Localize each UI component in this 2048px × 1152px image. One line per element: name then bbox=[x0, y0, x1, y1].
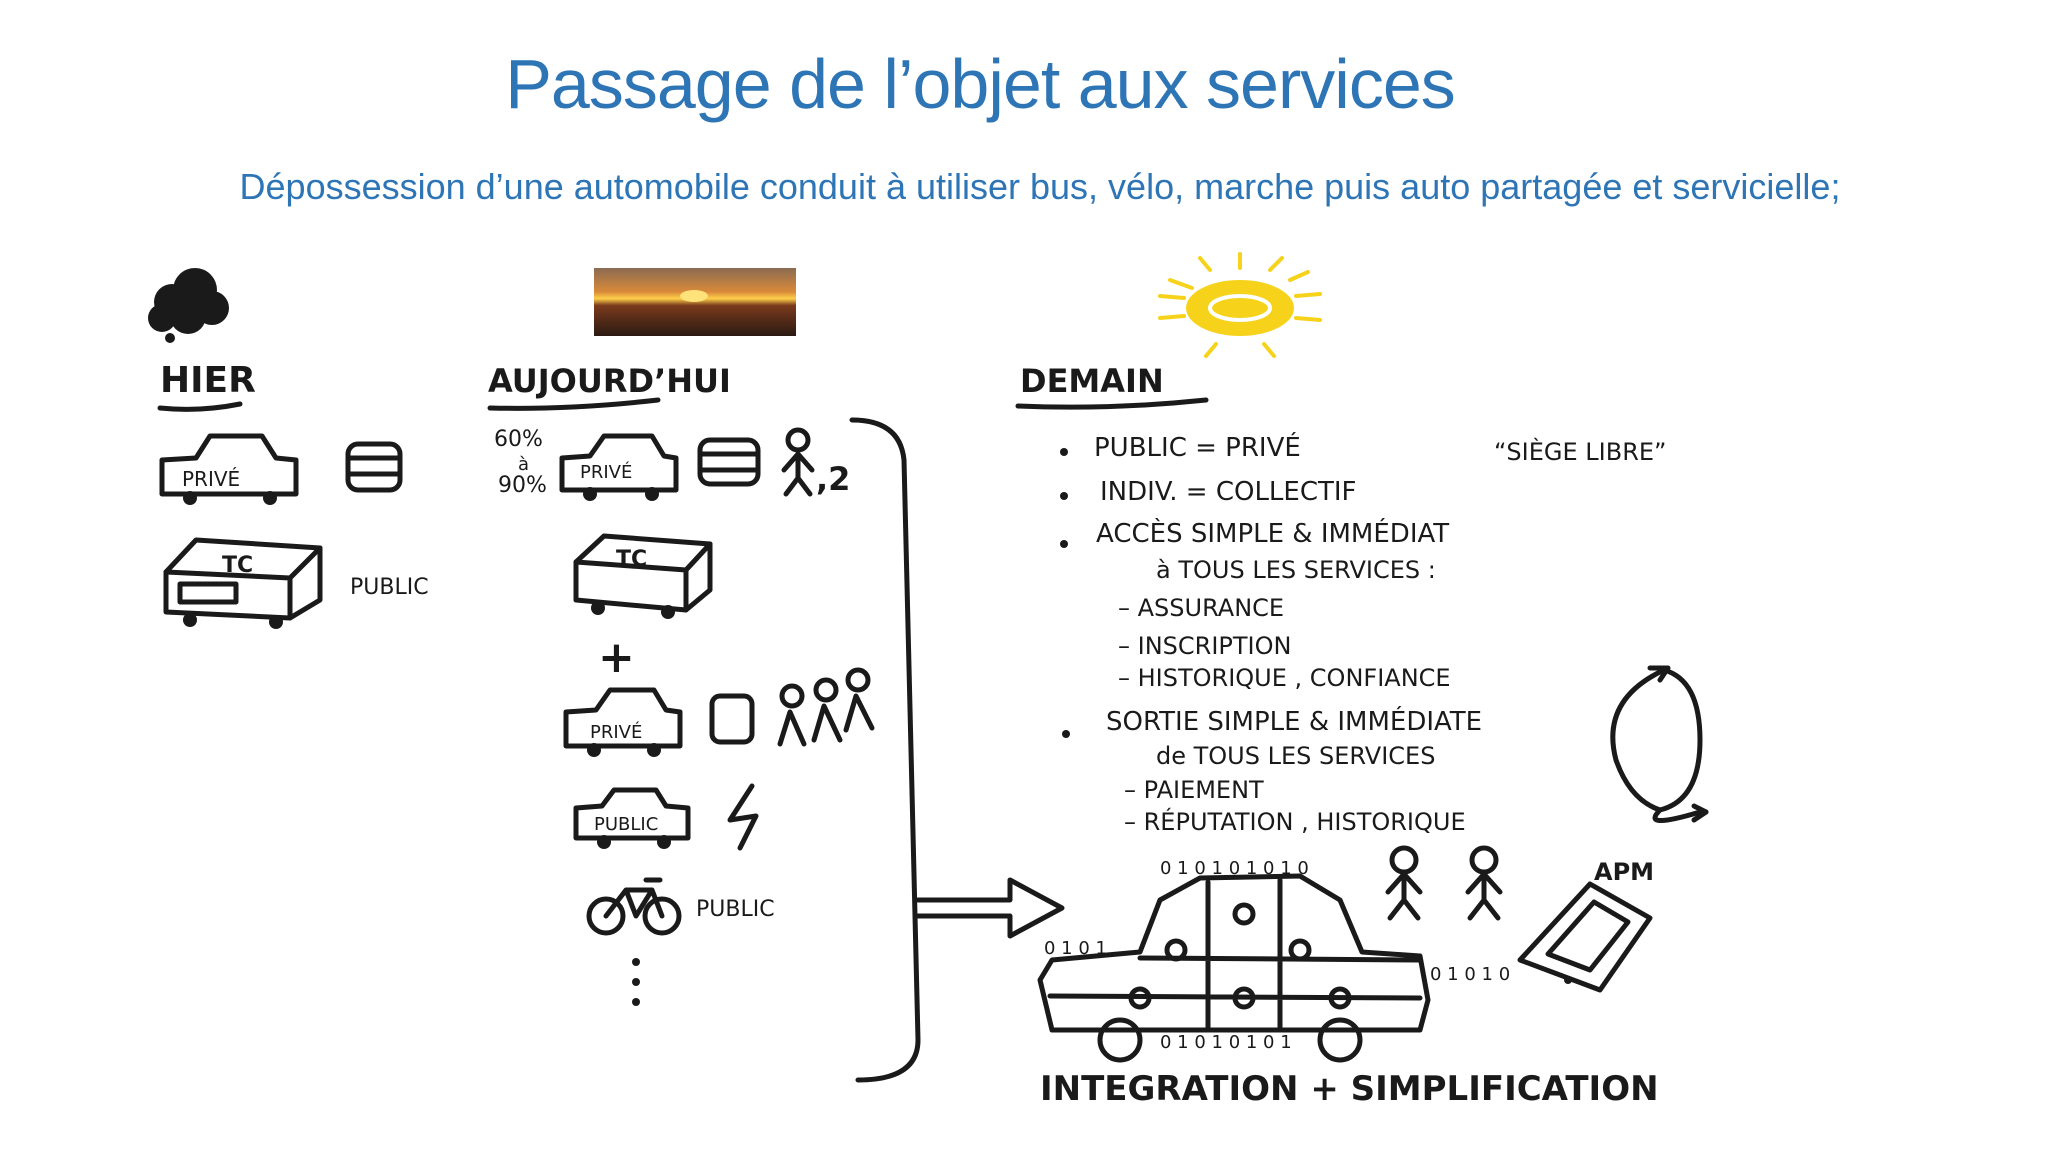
demain-bullet-1: PUBLIC = PRIVÉ bbox=[1094, 431, 1301, 463]
lightning-icon bbox=[727, 783, 759, 851]
today-bus-icon bbox=[573, 533, 713, 619]
siege-libre-quote: “SIÈGE LIBRE” bbox=[1494, 437, 1667, 466]
hier-car-icon bbox=[159, 433, 299, 505]
plus-sign: + bbox=[598, 632, 635, 683]
slide-subtitle: Dépossession d’une automobile conduit à … bbox=[239, 166, 1841, 207]
public-car-icon bbox=[573, 787, 691, 849]
tomorrow-people-icon bbox=[1385, 845, 1503, 921]
binary-right: 0 1 0 1 0 bbox=[1430, 964, 1510, 985]
demain-bullet-3-line-2: à TOUS LES SERVICES : bbox=[1156, 556, 1436, 584]
service-item: – ASSURANCE bbox=[1118, 594, 1284, 622]
sun-icon bbox=[1158, 252, 1322, 358]
cycle-loop-icon bbox=[1610, 665, 1709, 823]
binary-bottom: 0 1 0 1 0 1 0 1 bbox=[1160, 1032, 1292, 1053]
device-label: APM bbox=[1594, 858, 1654, 886]
binary-top: 0 1 0 1 0 1 0 1 0 bbox=[1160, 858, 1309, 879]
shared-car-icon bbox=[563, 687, 683, 757]
demain-bullet-2: INDIV. = COLLECTIF bbox=[1100, 477, 1357, 507]
exit-item: – RÉPUTATION , HISTORIQUE bbox=[1124, 807, 1466, 836]
demain-bullet-4-line-2: de TOUS LES SERVICES bbox=[1156, 742, 1435, 770]
today-car-label: PRIVÉ bbox=[580, 461, 632, 483]
group-people-icon bbox=[777, 667, 875, 747]
today-car-icon bbox=[559, 433, 679, 501]
hier-column: HIER PRIVÉ TC PUBLIC bbox=[148, 268, 429, 629]
person-icon bbox=[781, 427, 815, 497]
thought-cloud-icon bbox=[148, 268, 229, 343]
today-bus-label: TC bbox=[616, 547, 647, 572]
exit-item: – PAIEMENT bbox=[1124, 776, 1264, 804]
demain-bullet-3-line-1: ACCÈS SIMPLE & IMMÉDIAT bbox=[1096, 517, 1449, 549]
hier-car-label: PRIVÉ bbox=[182, 467, 240, 491]
today-barrel-icon bbox=[697, 437, 761, 487]
bracket-arrow-icon bbox=[849, 417, 1065, 1083]
demain-heading: DEMAIN bbox=[1020, 362, 1164, 400]
slide-title: Passage de l’objet aux services bbox=[505, 45, 1456, 123]
bike-icon bbox=[586, 877, 682, 936]
integration-footer: INTEGRATION + SIMPLIFICATION bbox=[1040, 1069, 1659, 1109]
aujourdhui-heading: AUJOURD’HUI bbox=[488, 362, 731, 400]
service-item: – INSCRIPTION bbox=[1118, 632, 1291, 660]
fuel-barrel-icon bbox=[345, 441, 403, 493]
small-barrel-icon bbox=[709, 693, 755, 745]
continuation-dots bbox=[632, 958, 640, 1006]
binary-left: 0 1 0 1 bbox=[1044, 938, 1107, 959]
demain-column: DEMAIN PUBLIC = PRIVÉ “SIÈGE LIBRE” INDI… bbox=[1015, 252, 1709, 1109]
pct-low: 60% bbox=[494, 427, 543, 452]
hier-public-label: PUBLIC bbox=[350, 575, 429, 600]
hier-bus-icon bbox=[163, 537, 323, 629]
puzzle-car-icon bbox=[1037, 873, 1431, 1063]
demain-bullet-4-line-1: SORTIE SIMPLE & IMMÉDIATE bbox=[1106, 705, 1482, 737]
hier-heading: HIER bbox=[160, 360, 256, 401]
bike-public-label: PUBLIC bbox=[696, 897, 775, 922]
pct-mid: à bbox=[518, 454, 529, 475]
shared-car-label: PRIVÉ bbox=[590, 721, 642, 743]
public-car-label: PUBLIC bbox=[594, 814, 658, 835]
pct-high: 90% bbox=[498, 473, 547, 498]
aujourdhui-column: AUJOURD’HUI 60% à 90% PRIVÉ ,2 TC bbox=[487, 268, 1065, 1083]
sunset-photo bbox=[594, 268, 796, 336]
people-count: ,2 bbox=[816, 460, 850, 498]
phone-device-icon bbox=[1517, 881, 1653, 993]
hier-bus-label: TC bbox=[222, 553, 253, 578]
service-item: – HISTORIQUE , CONFIANCE bbox=[1118, 664, 1451, 692]
